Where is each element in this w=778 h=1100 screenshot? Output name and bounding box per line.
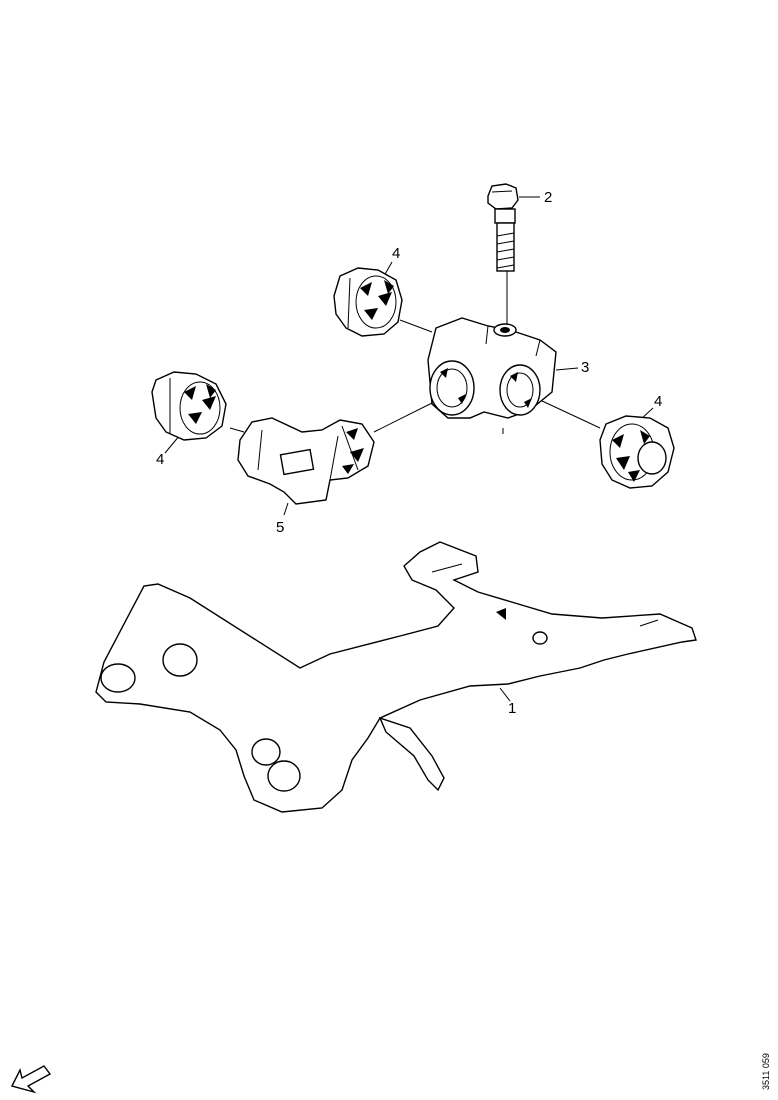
plug-right <box>599 415 675 489</box>
mounting-bracket <box>95 541 697 813</box>
bolt <box>487 183 519 272</box>
tee-connector <box>427 317 557 419</box>
arrow-icon <box>10 1065 52 1094</box>
callout-plug-top: 4 <box>392 245 400 262</box>
plug-top <box>333 267 403 337</box>
plug-left <box>151 371 227 441</box>
leader-lines <box>164 196 654 702</box>
callout-bracket: 1 <box>508 700 516 717</box>
callout-elbow-connector: 5 <box>276 519 284 536</box>
callouts: 2 3 4 4 4 5 1 <box>156 189 662 717</box>
callout-bolt: 2 <box>544 189 552 206</box>
callout-plug-right: 4 <box>654 393 662 410</box>
reference-code: 3511 059 <box>761 1053 771 1090</box>
elbow-connector <box>237 417 375 505</box>
callout-tee-connector: 3 <box>581 359 589 376</box>
callout-plug-left: 4 <box>156 451 164 468</box>
